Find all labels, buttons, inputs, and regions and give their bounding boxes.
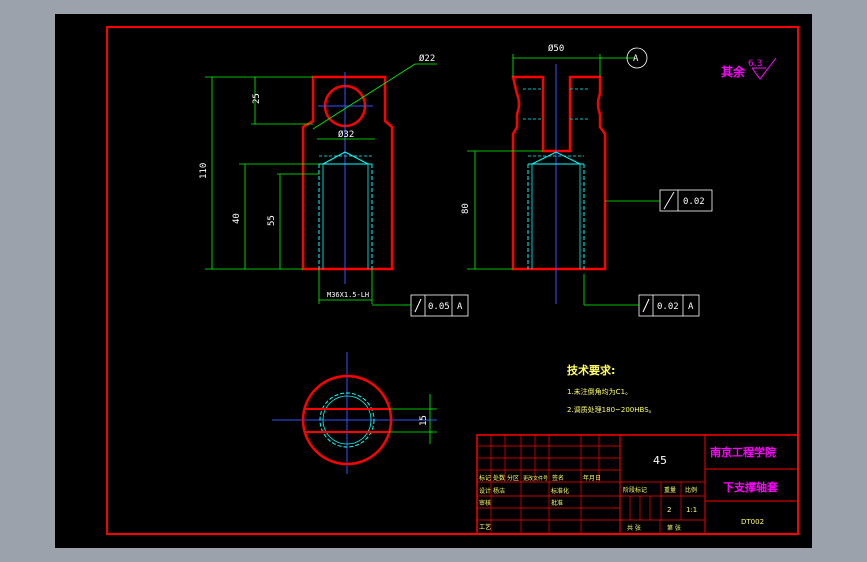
tb-material: 45 <box>653 454 667 467</box>
tb-row-zone: 分区 <box>507 474 519 482</box>
title-block-text: 45 南京工程学院 下支撑轴套 DT002 阶段标记 重量 比例 2 1:1 共… <box>479 445 779 532</box>
tb-approve: 批准 <box>551 499 563 507</box>
tol-frame-cylindricity: 0.02 <box>605 189 713 212</box>
tb-part-name: 下支撑轴套 <box>723 480 779 494</box>
tb-hdr-sheets: 共 张 <box>627 524 641 532</box>
tb-hdr-sheet: 第 张 <box>667 524 681 532</box>
tech-line-2: 2.调质处理180~200HBS。 <box>567 405 656 414</box>
tb-school: 南京工程学院 <box>710 445 776 459</box>
front-view: Ø22 Ø32 110 25 40 55 M36X1.5-LH <box>199 53 437 304</box>
dim-40: 40 <box>232 213 242 224</box>
tb-row-date: 年月日 <box>583 474 601 482</box>
drawing-canvas: Ø22 Ø32 110 25 40 55 M36X1.5-LH 0.05 A <box>106 26 799 535</box>
tol-cyl-value: 0.02 <box>683 197 705 207</box>
dim-15: 15 <box>419 415 429 426</box>
dim-dia-50: Ø50 <box>548 43 564 54</box>
tb-process: 工艺 <box>479 523 491 531</box>
tech-line-1: 1.未注倒角均为C1。 <box>567 387 632 396</box>
tol-left-value: 0.05 <box>428 302 450 312</box>
cylindricity-icon <box>663 191 675 210</box>
roughness-label: 其余 <box>721 64 746 79</box>
dim-thread: M36X1.5-LH <box>327 291 369 299</box>
dim-110: 110 <box>199 163 209 179</box>
dim-dia-22: Ø22 <box>419 53 435 64</box>
drawing-sheet: Ø22 Ø32 110 25 40 55 M36X1.5-LH 0.05 A <box>55 14 812 548</box>
tech-title: 技术要求: <box>567 363 615 377</box>
inner-border <box>106 26 799 535</box>
tb-hdr-stage: 阶段标记 <box>623 486 647 494</box>
tol-right-value: 0.02 <box>657 302 679 312</box>
tb-row-mark: 标记 <box>479 474 491 482</box>
roughness-value: 6.3 <box>748 59 762 69</box>
tol-frame-right: 0.02 A <box>583 274 700 317</box>
title-block <box>476 434 799 535</box>
tb-row-doc: 更改文件号 <box>523 475 548 482</box>
datum-a-label: A <box>633 54 639 64</box>
tb-scale: 1:1 <box>686 506 697 514</box>
dim-25: 25 <box>252 93 262 104</box>
tb-check: 审核 <box>479 499 491 507</box>
tb-designer: 杨洁 <box>493 487 505 495</box>
roughness-symbol: 其余 6.3 <box>721 57 777 80</box>
dim-dia-32: Ø32 <box>338 129 354 140</box>
tol-right-datum: A <box>688 302 694 312</box>
tb-drawing-no: DT002 <box>741 518 764 526</box>
tol-frame-left: 0.05 A <box>372 294 469 317</box>
tb-design: 设计 <box>479 487 491 495</box>
tb-std: 标准化 <box>551 487 569 495</box>
section-view: 15 <box>272 352 437 474</box>
tol-left-datum: A <box>457 302 463 312</box>
datum-a-circle <box>626 47 648 69</box>
tb-qty: 2 <box>667 506 671 514</box>
dim-80: 80 <box>461 203 471 214</box>
side-view: Ø50 80 A <box>461 43 648 304</box>
dim-55: 55 <box>267 215 277 226</box>
tb-row-sign: 签名 <box>552 474 564 482</box>
tb-hdr-scale: 比例 <box>685 486 697 494</box>
tech-requirements: 技术要求: 1.未注倒角均为C1。 2.调质处理180~200HBS。 <box>567 363 656 414</box>
runout-icon <box>414 298 422 313</box>
runout-icon-right <box>642 298 650 313</box>
tb-row-count: 处数 <box>493 474 505 482</box>
tb-hdr-weight: 重量 <box>664 486 676 494</box>
